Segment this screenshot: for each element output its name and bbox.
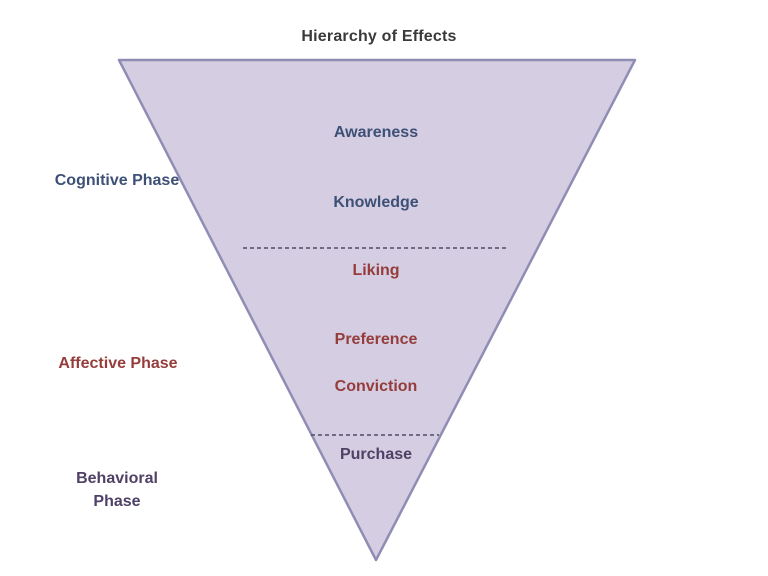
stage-liking: Liking — [352, 262, 400, 279]
stage-preference: Preference — [334, 331, 418, 348]
page-title: Hierarchy of Effects — [301, 28, 457, 45]
stage-purchase: Purchase — [339, 446, 413, 463]
stage-awareness: Awareness — [333, 124, 419, 141]
phase-label-cognitive: Cognitive Phase — [54, 172, 180, 189]
phase-label-behavioral: Behavioral Phase — [76, 470, 158, 510]
phase-label-affective: Affective Phase — [58, 355, 178, 372]
stage-knowledge: Knowledge — [333, 194, 419, 211]
inverted-triangle-shape — [117, 58, 637, 562]
stage-conviction: Conviction — [334, 378, 418, 395]
